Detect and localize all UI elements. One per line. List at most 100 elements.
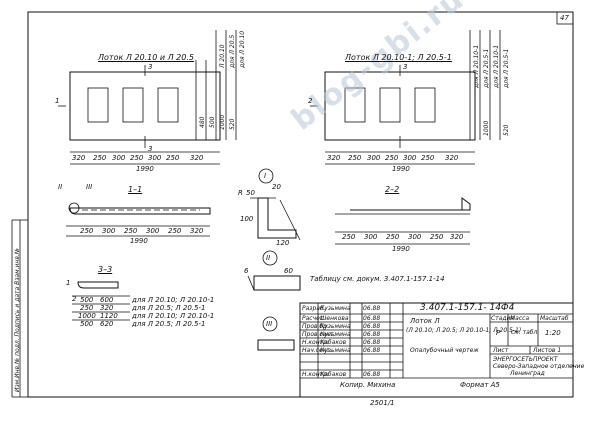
sec2-dim-4: 250 (430, 233, 444, 241)
stamp-role-0: Разраб. (302, 305, 326, 312)
stamp-date-7: 06.88 (363, 371, 381, 378)
dim-300-a: 300 (112, 154, 126, 162)
col-stage: Стадия (491, 315, 515, 322)
sec3-row3-b: 620 (100, 320, 114, 328)
stamp-date-1: 06.88 (363, 315, 381, 322)
sec1-dim-4: 250 (168, 227, 182, 235)
stamp-date-0: 06.88 (363, 305, 381, 312)
org-1: ЭНЕРГОСЕТЬПРОЕКТ (493, 356, 558, 363)
row-right-3: для Л 20.5-1 (503, 48, 510, 88)
mark-1-sec3: 1 (66, 279, 71, 287)
sec2-dim-2: 250 (386, 233, 400, 241)
stamp-role-1: Расчет (302, 315, 324, 322)
callout-2-sec1: II (58, 183, 63, 191)
mark-3-v1: 3 (148, 63, 153, 71)
mark-1-v1: 1 (55, 97, 60, 105)
sec2-dim-5: 320 (450, 233, 464, 241)
sheet-label: Лист (493, 347, 509, 354)
stamp-name-1: Шенкова (320, 315, 349, 322)
stamp-role-4: Н.контр. (302, 339, 329, 346)
sec3-row3-a: 500 (80, 320, 94, 328)
stamp-name-4: Кабаков (320, 339, 347, 346)
page-number: 47 (560, 14, 569, 22)
stamp-name-3: Кузьмина (320, 331, 351, 338)
section-1-title: 1–1 (128, 185, 143, 194)
sec2-dim-3: 300 (408, 233, 422, 241)
stage-value: Р (496, 329, 501, 337)
callout-3: III (266, 320, 273, 328)
sec2-dim-1: 300 (364, 233, 378, 241)
scale-value: 1:20 (545, 329, 561, 337)
col-mass: Масса (510, 315, 530, 322)
view2-title: Лоток Л 20.10-1; Л 20.5-1 (345, 53, 452, 62)
dim-300-b: 300 (148, 154, 162, 162)
stamp-role-2: Пров.бр. (302, 323, 329, 330)
mark-3-v2: 3 (403, 63, 408, 71)
sec1-total: 1990 (130, 237, 148, 245)
dim2-300-b: 300 (403, 154, 417, 162)
sec3-row1-b: 320 (100, 304, 114, 312)
dim2-320-b: 320 (445, 154, 459, 162)
dim-total-v2: 1990 (392, 165, 410, 173)
vdim2-1000: 1000 (483, 120, 490, 136)
sec1-dim-0: 250 (80, 227, 94, 235)
product-name: Лоток Л (410, 317, 440, 325)
stamp-name-2: Кузьмина (320, 323, 351, 330)
detail-50: 50 (246, 189, 255, 197)
stamp-role-7: Н.контр. (302, 371, 329, 378)
mass-value: см. табл. (511, 329, 540, 336)
sec3-row0-a: 500 (80, 296, 94, 304)
row-right-1: для Л 20.5-1 (483, 48, 490, 88)
dim2-250-a: 250 (348, 154, 362, 162)
dim2-250-c: 250 (421, 154, 435, 162)
dim-250-a: 250 (93, 154, 107, 162)
detail-20: 20 (272, 183, 281, 191)
row-right-0: для Л 20.10-1 (473, 44, 480, 88)
sec2-dim-0: 250 (342, 233, 356, 241)
stamp-name-7: Кабаков (320, 371, 347, 378)
view1-title: Лоток Л 20.10 и Л 20.5 (98, 53, 194, 62)
row-right-2: для Л 20.10-1 (493, 44, 500, 88)
sec1-dim-2: 250 (124, 227, 138, 235)
dim2-320-a: 320 (327, 154, 341, 162)
row-left-0: Л 20.10 (219, 44, 226, 68)
detail-100: 100 (240, 215, 254, 223)
sec1-dim-1: 300 (102, 227, 116, 235)
org-2: Северо-Западное отделение (493, 363, 585, 370)
vdim-1000: 1000 (219, 114, 226, 130)
product-sub: (Л 20.10; Л 20.5; Л 20.10-1; Л 20.5-1) (406, 327, 522, 334)
sec3-row1-a: 250 (80, 304, 94, 312)
callout-2: II (266, 254, 271, 262)
row-left-2: для Л 20.10 (239, 30, 246, 68)
sec3-row2-a: 1000 (78, 312, 96, 320)
sec3-row1-label: для Л 20.5; Л 20.5-1 (132, 304, 206, 312)
stamp-name-0: Кузьмина (320, 305, 351, 312)
mark-2-sec3: 2 (72, 295, 77, 303)
sec3-row0-label: для Л 20.10; Л 20.10-1 (132, 296, 215, 304)
mark-3-v1b: 3 (148, 145, 153, 153)
stamp-date-5: 06.88 (363, 347, 381, 354)
sec3-row0-b: 600 (100, 296, 114, 304)
section-2-title: 2–2 (385, 185, 400, 194)
section-3-title: 3–3 (98, 265, 113, 274)
stamp-date-4: 06.88 (363, 339, 381, 346)
detail-60: 60 (284, 267, 293, 275)
org-3: Ленинград (510, 370, 545, 377)
mark-2-v2: 2 (308, 97, 313, 105)
product-sub2: Опалубочный чертеж (410, 347, 479, 354)
sheets-label: Листов 1 (533, 347, 562, 354)
dim2-300-a: 300 (367, 154, 381, 162)
dim2-250-b: 250 (385, 154, 399, 162)
detail-6: 6 (244, 267, 249, 275)
vdim-520: 520 (229, 118, 236, 130)
sec1-dim-3: 300 (146, 227, 160, 235)
table-reference: Таблицу см. докум. 3.407.1-157.1-14 (310, 275, 445, 283)
vdim-500: 500 (209, 116, 216, 128)
sec3-row2-b: 1120 (100, 312, 118, 320)
dim-250-b: 250 (130, 154, 144, 162)
sec3-row3-label: для Л 20.5; Л 20.5-1 (132, 320, 206, 328)
stamp-role-5: Нач.сект. (302, 347, 332, 354)
callout-1: I (264, 172, 267, 180)
stamp-name-5: Кузьмина (320, 347, 351, 354)
